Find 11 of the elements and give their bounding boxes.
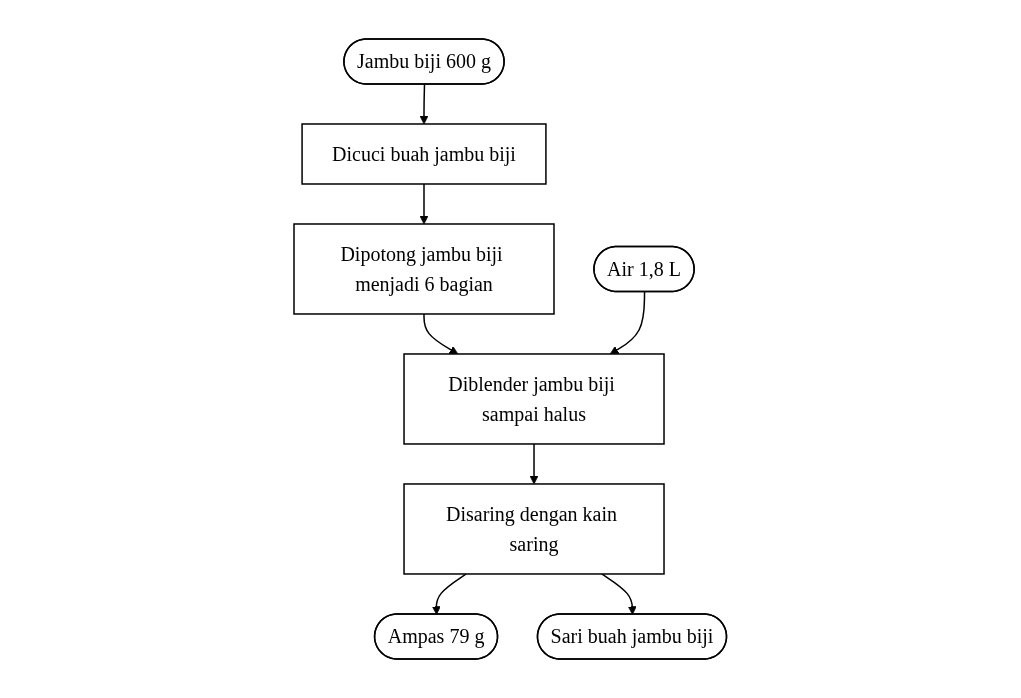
- arrow: [529, 443, 539, 485]
- node-box: Dicuci buah jambu biji: [301, 123, 547, 185]
- arrow: [432, 573, 468, 615]
- node-box: Dipotong jambu biji menjadi 6 bagian: [293, 223, 555, 315]
- node-box: Diblender jambu biji sampai halus: [403, 353, 665, 445]
- arrow: [419, 183, 429, 225]
- arrow: [610, 291, 646, 355]
- arrow: [601, 573, 637, 615]
- node-box: Disaring dengan kain saring: [403, 483, 665, 575]
- arrow: [419, 83, 429, 125]
- arrow: [423, 313, 459, 355]
